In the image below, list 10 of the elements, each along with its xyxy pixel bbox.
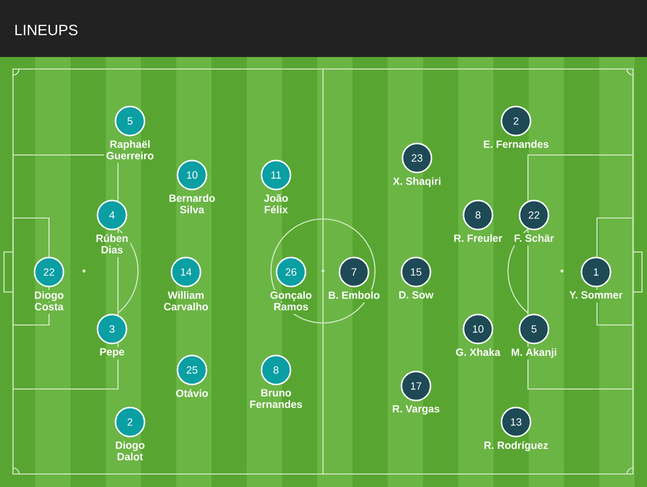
player-name: Bernardo Silva [169, 194, 215, 214]
player-name: Otávio [176, 389, 208, 397]
player-name: Rúben Dias [96, 234, 128, 254]
player-name: William Carvalho [164, 291, 208, 310]
title: LINEUPS [15, 24, 78, 36]
player-name: Y. Sommer [569, 291, 623, 299]
player-name: Diogo Dalot [116, 441, 144, 460]
player-name: Raphaël Guerreiro [106, 140, 154, 160]
player-name: Diogo Costa [34, 291, 64, 310]
player-name: Pepe [100, 348, 124, 358]
